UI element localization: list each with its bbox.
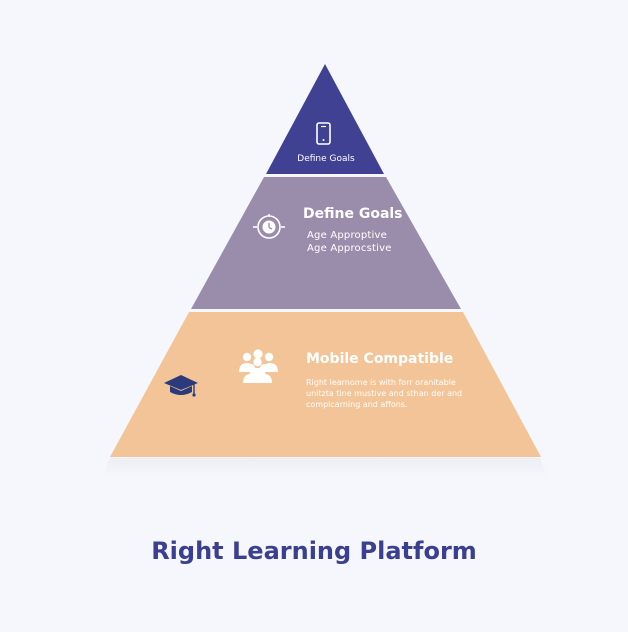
tier-bottom-description: Right learnome is with forr oranitable u… [306,378,463,409]
pyramid-shadow [102,458,548,478]
pyramid-tier-bottom [110,312,541,457]
tier-bottom-title: Mobile Compatible [306,351,454,367]
platform-title: Right Learning Platform [151,537,477,565]
tier-middle-title: Define Goals [303,206,403,222]
tier-middle-line-1: Age Approptive [307,230,387,241]
graduation-cap-icon [164,375,198,397]
pyramid-tier-middle [191,177,461,309]
tier-middle-line-2: Age Approcstive [307,243,392,254]
group-people-icon [239,349,278,383]
smartphone-icon [316,122,331,145]
pyramid-tier-top [266,64,384,174]
tier-top-title: Define Goals [297,154,355,164]
target-clock-icon [253,214,285,239]
